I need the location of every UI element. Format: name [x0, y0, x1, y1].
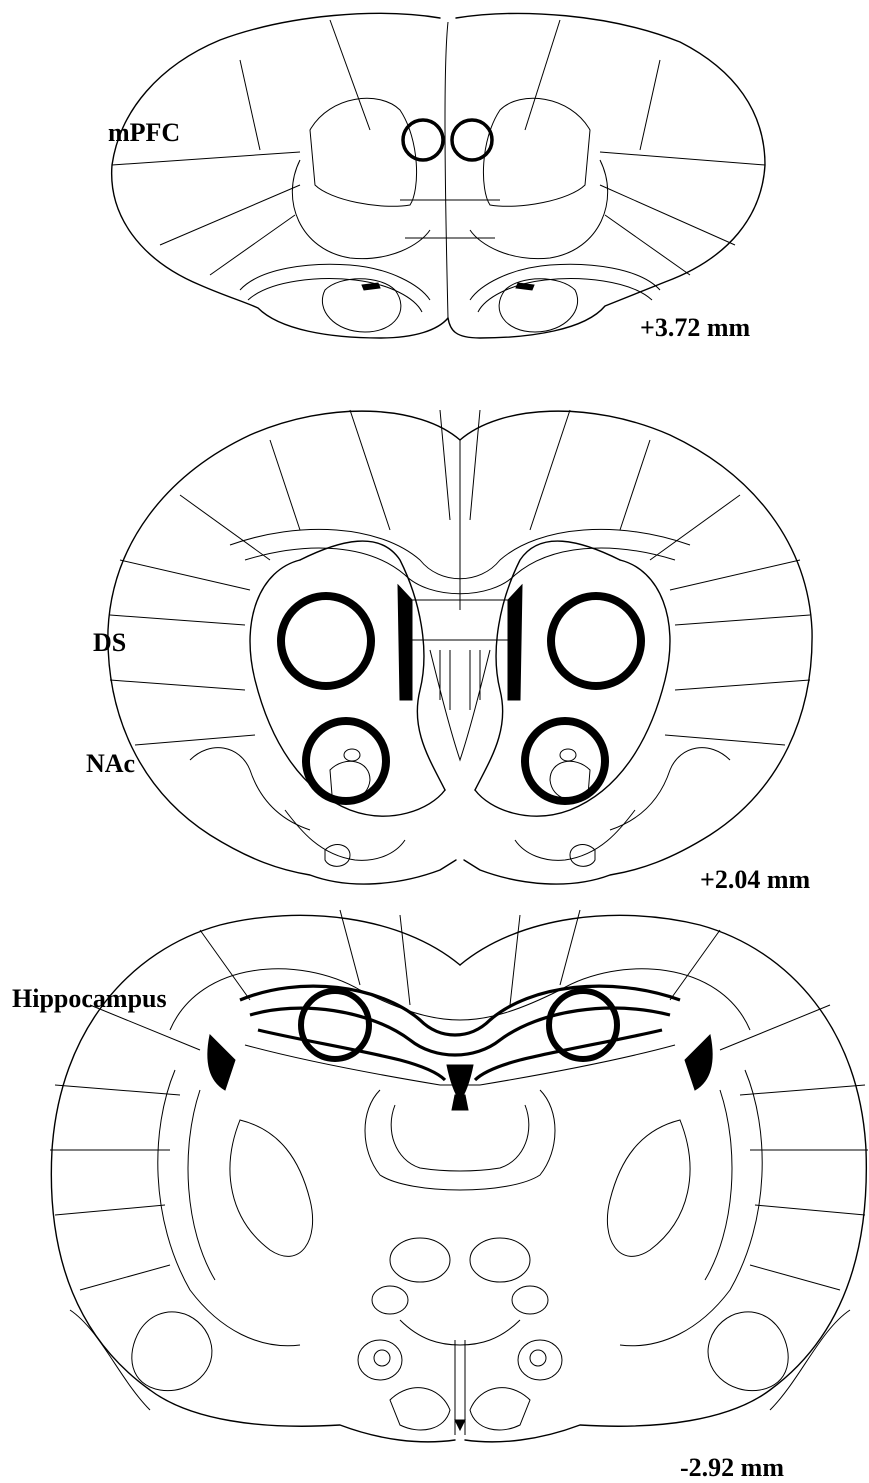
target-circle-hippocampus-left: [301, 991, 369, 1059]
target-circle-ds-left: [281, 596, 371, 686]
coordinate-label-3: -2.92 mm: [680, 1453, 784, 1482]
section-hippocampus: Hippocampus -2.92 mm: [12, 910, 868, 1482]
target-circle-nac-left: [306, 721, 386, 801]
target-circle-hippocampus-right: [549, 991, 617, 1059]
section-ds-nac: DS NAc +2.04 mm: [86, 410, 812, 894]
region-label-hippocampus: Hippocampus: [12, 984, 167, 1013]
brain-slice-outline: [108, 410, 812, 884]
target-circle-left: [403, 120, 443, 160]
target-circle-right: [452, 120, 492, 160]
section-mpfc: mPFC +3.72 mm: [108, 13, 765, 342]
brain-slice-outline: [112, 13, 765, 338]
coordinate-label-2: +2.04 mm: [700, 865, 810, 894]
target-circle-ds-right: [551, 596, 641, 686]
region-label-ds: DS: [93, 628, 126, 657]
coordinate-label-1: +3.72 mm: [640, 313, 750, 342]
region-label-mpfc: mPFC: [108, 118, 180, 147]
region-label-nac: NAc: [86, 749, 135, 778]
brain-slice-outline: [50, 910, 868, 1442]
